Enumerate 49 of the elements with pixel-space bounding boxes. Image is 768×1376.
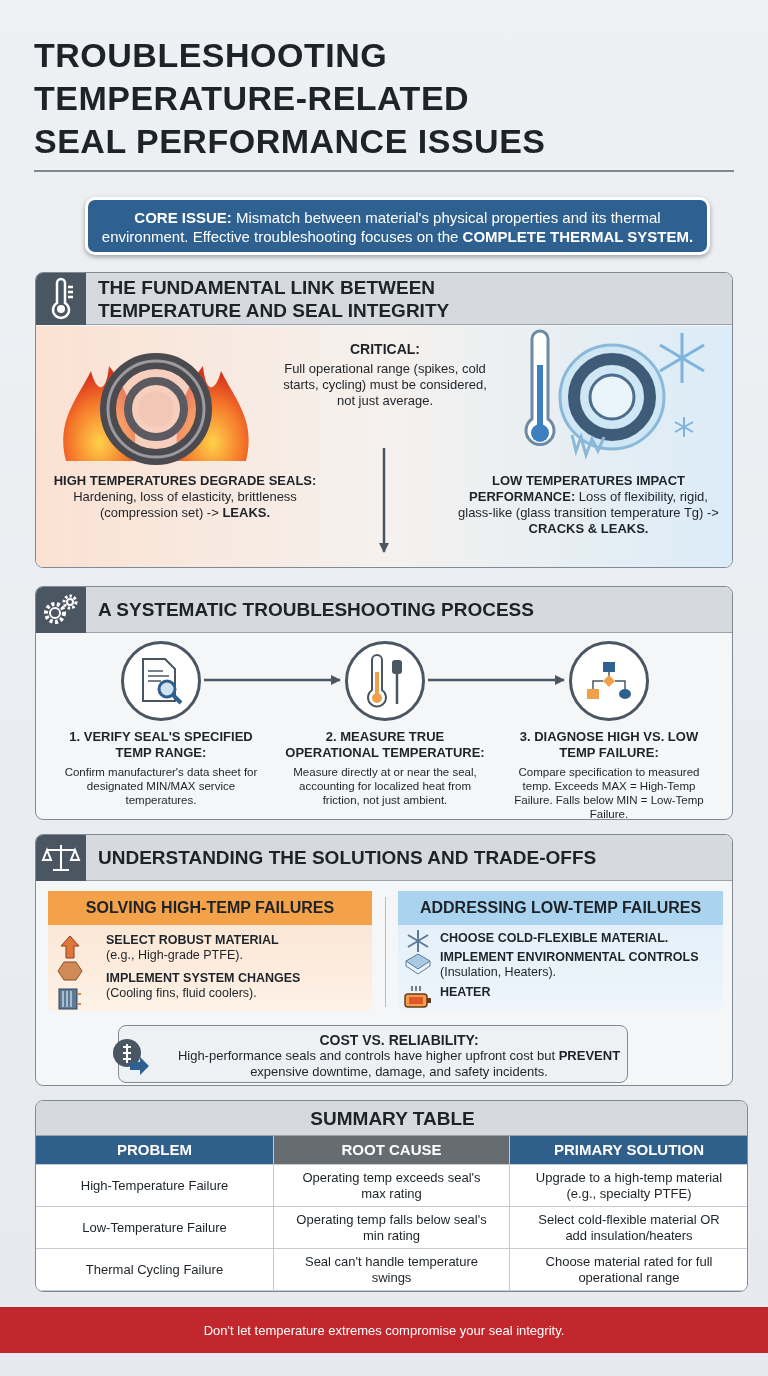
card-heading: ADDRESSING LOW-TEMP FAILURES [398, 891, 723, 925]
table-title: SUMMARY TABLE [36, 1101, 747, 1136]
note-text: Full operational range (spikes, cold starts, cycling) must be considered, not just average. [283, 361, 487, 409]
step-description: Confirm manufacturer's data sheet for designated MIN/MAX service temperatures. [63, 765, 259, 807]
note-text: High-performance seals and controls have higher upfront cost but PREVENT expensive downtime, damage, and safety incidents. [176, 1048, 622, 1080]
note-heading: COST VS. RELIABILITY: [318, 1032, 480, 1048]
table-header-cell: PRIMARY SOLUTION [510, 1136, 747, 1165]
description-text: LOW TEMPERATURES IMPACT PERFORMANCE: Loss of flexibility, rigid, glass-like (glass transition temperature Tg) -> CRACKS & LEAKS. [457, 473, 720, 537]
solution-text: CHOOSE COLD-FLEXIBLE MATERIAL. [440, 931, 670, 946]
step-description: Compare specification to measured temp. Exceeds MAX = High-Temp Failure. Falls below MIN = Low-Temp Failure. [513, 765, 705, 819]
footer-text: Don't let temperature extremes compromise your seal integrity. [202, 1321, 566, 1340]
solution-text: IMPLEMENT SYSTEM CHANGES (Cooling fins, fluid coolers). [106, 971, 302, 1001]
arrow [428, 675, 565, 685]
table-cell: Thermal Cycling Failure [36, 1249, 274, 1291]
section-panel [35, 586, 733, 820]
section-heading: A SYSTEMATIC TROUBLESHOOTING PROCESS [86, 587, 732, 633]
solution-text: IMPLEMENT ENVIRONMENTAL CONTROLS (Insulation, Heaters). [440, 950, 700, 980]
solution-card [48, 891, 372, 1011]
table-cell: Operating temp exceeds seal's max rating [274, 1165, 510, 1207]
table-header-cell: ROOT CAUSE [274, 1136, 510, 1165]
table-panel [35, 1100, 748, 1292]
step-heading: 1. VERIFY SEAL'S SPECIFIED TEMP RANGE: [68, 729, 254, 761]
step-heading: 2. MEASURE TRUE OPERATIONAL TEMPERATURE: [284, 729, 486, 761]
arrow [204, 675, 341, 685]
arrow [379, 448, 389, 553]
description-text: HIGH TEMPERATURES DEGRADE SEALS: Hardening, loss of elasticity, brittleness (compression set) -> LEAKS. [52, 473, 318, 521]
table-cell: Seal can't handle temperature swings [274, 1249, 510, 1291]
section-panel [35, 272, 733, 568]
table-cell: High-Temperature Failure [36, 1165, 274, 1207]
step-heading: 3. DIAGNOSE HIGH VS. LOW TEMP FAILURE: [518, 729, 700, 761]
table-cell: Operating temp falls below seal's min rating [274, 1207, 510, 1249]
section-heading: THE FUNDAMENTAL LINK BETWEEN TEMPERATURE AND SEAL INTEGRITY [86, 273, 732, 325]
card-heading: SOLVING HIGH-TEMP FAILURES [48, 891, 372, 925]
table-cell: Low-Temperature Failure [36, 1207, 274, 1249]
section-heading: UNDERSTANDING THE SOLUTIONS AND TRADE-OFFS [86, 835, 732, 881]
solution-text: HEATER [440, 985, 492, 1000]
step-description: Measure directly at or near the seal, accounting for localized heat from friction, not just ambient. [292, 765, 478, 807]
footer-band [0, 1307, 768, 1353]
table-header-cell: PROBLEM [36, 1136, 274, 1165]
section-panel [35, 834, 733, 1086]
table-cell: Upgrade to a high-temp material (e.g., specialty PTFE) [510, 1165, 747, 1207]
main-title: TROUBLESHOOTING TEMPERATURE-RELATED SEAL PERFORMANCE ISSUES [34, 35, 547, 162]
callout-banner [85, 197, 710, 255]
banner-text: CORE ISSUE: Mismatch between material's physical properties and its thermal environment. Effective troubleshooting focuses on the COMPLETE THERMAL SYSTEM. [100, 208, 695, 246]
table-cell: Choose material rated for full operational range [510, 1249, 747, 1291]
solution-text: SELECT ROBUST MATERIAL (e.g., High-grade PTFE). [106, 933, 280, 963]
note-heading: CRITICAL: [349, 341, 421, 357]
solution-card [398, 891, 723, 1011]
table-cell: Select cold-flexible material OR add insulation/heaters [510, 1207, 747, 1249]
